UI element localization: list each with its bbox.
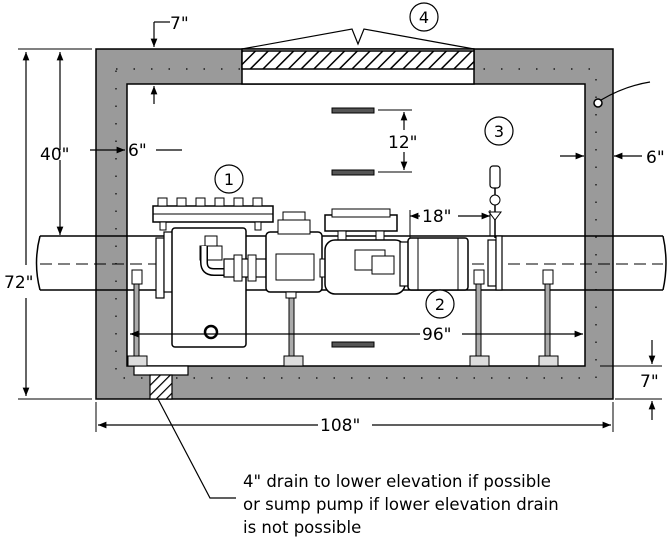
dim-interior-width: 96" bbox=[422, 325, 451, 345]
callout-2-label: 2 bbox=[435, 295, 445, 314]
backflow-preventer bbox=[324, 208, 406, 295]
dim-interior-height: 40" bbox=[40, 145, 69, 165]
callout-1: 1 bbox=[214, 164, 244, 194]
drain-note-line-2: or sump pump if lower elevation drain bbox=[243, 495, 559, 514]
callout-4-label: 4 bbox=[419, 8, 429, 27]
drain-pipe bbox=[133, 365, 189, 400]
dim-spacing: 12" bbox=[388, 133, 417, 153]
bypass-meter bbox=[399, 237, 469, 291]
callout-1-label: 1 bbox=[224, 170, 234, 189]
dim-bypass-width: 18" bbox=[422, 207, 451, 227]
dim-overall-width: 108" bbox=[320, 416, 360, 436]
callout-3: 3 bbox=[484, 116, 514, 146]
elbow-fitting bbox=[200, 246, 226, 276]
support-3 bbox=[469, 269, 490, 367]
connector-pipe-left bbox=[223, 254, 269, 282]
pipe-supports bbox=[127, 269, 559, 367]
callout-4: 4 bbox=[409, 2, 439, 32]
dimension-lines bbox=[18, 21, 662, 499]
manifold-header bbox=[152, 197, 274, 231]
dim-bottom-wall: 7" bbox=[640, 372, 659, 392]
support-1 bbox=[127, 269, 148, 367]
support-4 bbox=[538, 269, 559, 367]
drain-note-line-1: 4" drain to lower elevation if possible bbox=[243, 472, 551, 491]
dim-overall-height: 72" bbox=[4, 273, 33, 293]
access-hatch bbox=[241, 28, 475, 85]
strainer-assembly bbox=[155, 227, 247, 348]
outlet-flange bbox=[487, 235, 503, 291]
dim-top-wall: 7" bbox=[170, 14, 189, 34]
check-valve-1 bbox=[265, 211, 323, 299]
callout-3-label: 3 bbox=[494, 122, 504, 141]
drain-note-line-3: is not possible bbox=[243, 518, 361, 537]
callout-2: 2 bbox=[425, 289, 455, 319]
test-valve bbox=[488, 165, 502, 238]
dim-right-clearance: 6" bbox=[646, 148, 665, 168]
dim-left-clearance: 6" bbox=[128, 141, 147, 161]
spacing-marks bbox=[331, 107, 412, 348]
